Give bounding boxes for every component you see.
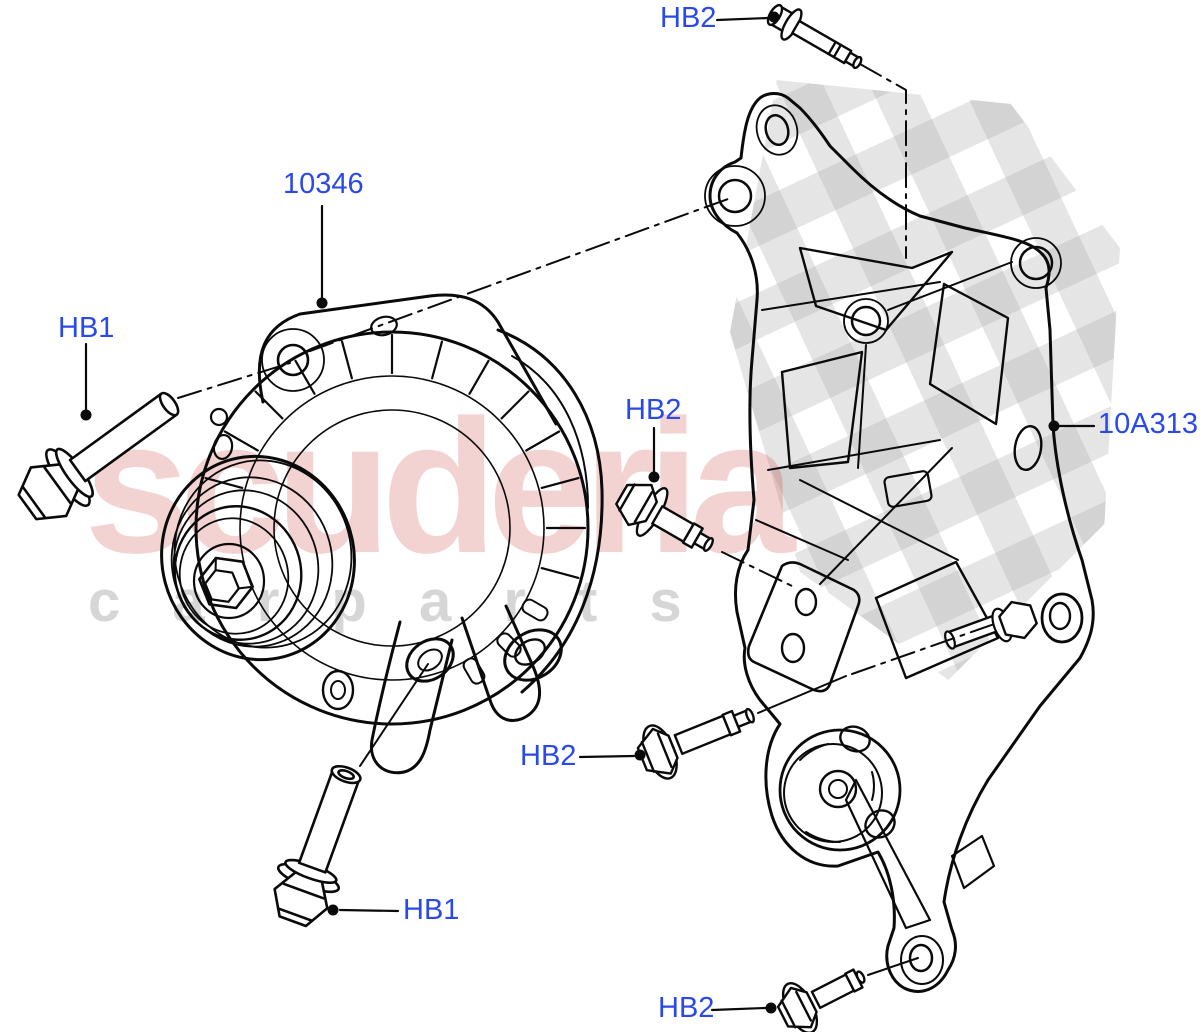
callout-hb2-mid[interactable]: HB2 xyxy=(625,394,682,426)
callout-10346[interactable]: 10346 xyxy=(283,168,364,200)
bolt-hb1-bottom-drawing xyxy=(273,764,362,928)
callout-hb2-lower[interactable]: HB2 xyxy=(520,740,577,772)
callout-hb2-bottom[interactable]: HB2 xyxy=(658,992,715,1024)
bracket-stud-and-bushing xyxy=(944,592,1084,650)
callout-10a313[interactable]: 10A313 xyxy=(1098,408,1198,440)
callout-hb2-top[interactable]: HB2 xyxy=(660,2,717,34)
alternator-10346-drawing xyxy=(160,293,604,775)
assembly-axis-lines xyxy=(177,63,1001,976)
bracket-10a313-drawing xyxy=(704,92,1095,993)
callout-leaders xyxy=(80,11,1096,1014)
watermark-brand: scuderia xyxy=(84,381,796,593)
bolt-hb1-left-drawing xyxy=(17,391,180,521)
bolt-hb2-mid-drawing xyxy=(615,483,714,552)
callout-hb1-bottom[interactable]: HB1 xyxy=(403,894,460,926)
alternator-pulley xyxy=(160,454,356,662)
alternator-fins xyxy=(204,333,587,580)
bolt-hb2-bottom-drawing xyxy=(776,968,866,1032)
bolt-hb2-top-drawing xyxy=(766,3,863,70)
callout-hb1-left[interactable]: HB1 xyxy=(58,312,115,344)
bolt-hb2-lower-drawing xyxy=(636,707,755,780)
